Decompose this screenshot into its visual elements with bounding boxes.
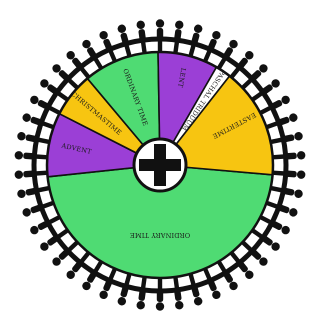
person-silhouette bbox=[240, 239, 270, 267]
person-silhouette bbox=[51, 239, 81, 267]
person-silhouette bbox=[272, 169, 305, 180]
person-silhouette bbox=[14, 169, 47, 180]
label-ordinary-time-2: ORDINARY TIME bbox=[130, 231, 190, 239]
person-silhouette bbox=[240, 62, 270, 90]
person-silhouette bbox=[14, 151, 47, 162]
person-silhouette bbox=[51, 62, 81, 90]
person-silhouette bbox=[171, 276, 184, 310]
center-cross-emblem bbox=[134, 139, 186, 191]
person-silhouette bbox=[136, 20, 149, 54]
person-silhouette bbox=[156, 278, 164, 311]
person-silhouette bbox=[272, 151, 305, 162]
person-silhouette bbox=[156, 19, 164, 52]
person-silhouette bbox=[136, 276, 149, 310]
person-silhouette bbox=[171, 20, 184, 54]
